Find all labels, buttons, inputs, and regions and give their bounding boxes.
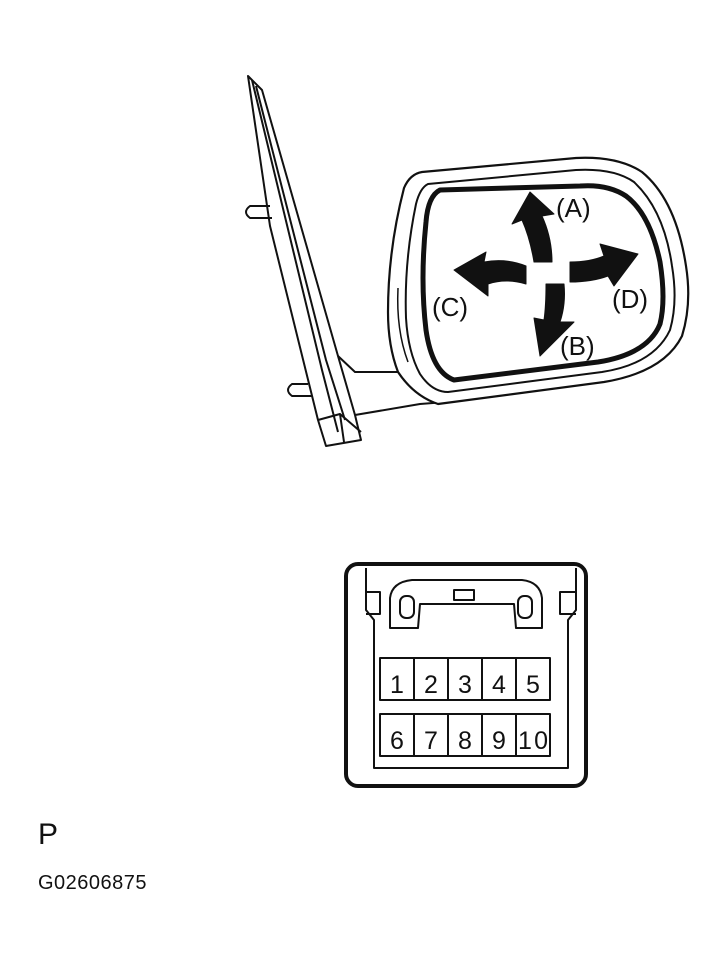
pin-number-1: 1 [390,671,404,699]
pin-number-6: 6 [390,727,404,755]
mirror-base [245,75,447,447]
pin-number-2: 2 [424,671,438,699]
connector [344,562,588,788]
label-direction-a: (A) [556,193,591,223]
connector-outer-shell [344,562,588,788]
pin-number-7: 7 [424,727,438,755]
arrow-left-icon [453,251,527,297]
label-direction-d: (D) [612,284,648,314]
pin-number-4: 4 [492,671,506,699]
label-direction-c: (C) [432,292,468,322]
arrow-down-icon [533,283,575,357]
adjust-arrows [453,191,639,357]
pin-number-10: 10 [518,727,548,755]
connector-type-label: P [38,818,59,851]
arrow-right-icon [569,243,639,287]
arrow-up-icon [511,191,555,263]
pin-number-5: 5 [526,671,540,699]
pin-number-8: 8 [458,727,472,755]
figure-code: G02606875 [38,872,148,894]
mirror-glass [420,183,666,383]
connector-latch [389,579,543,629]
pin-number-9: 9 [492,727,506,755]
label-direction-b: (B) [560,331,595,361]
pin-number-3: 3 [458,671,472,699]
